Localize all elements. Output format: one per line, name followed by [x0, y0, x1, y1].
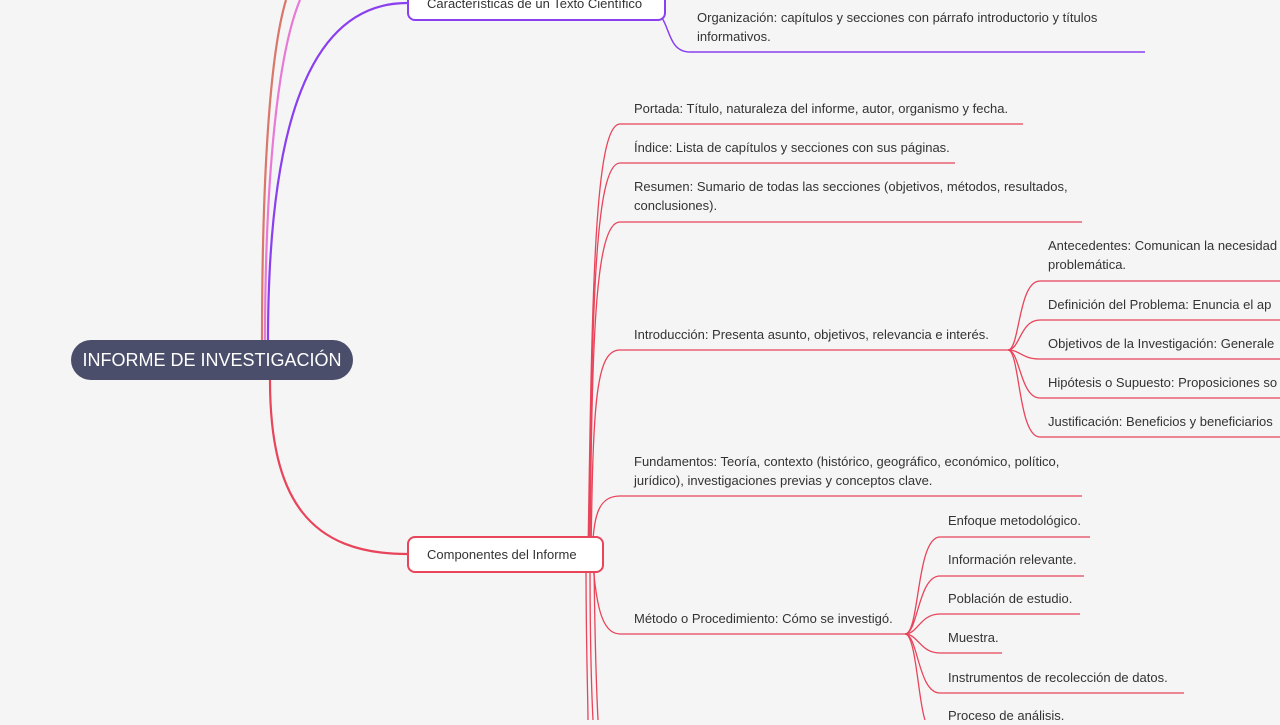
- node-fundamentos-line1[interactable]: Fundamentos: Teoría, contexto (histórico…: [634, 454, 1060, 469]
- node-objetivos[interactable]: Objetivos de la Investigación: Generale: [1048, 336, 1275, 351]
- node-metodo[interactable]: Método o Procedimiento: Cómo se investig…: [634, 611, 893, 626]
- node-justificacion[interactable]: Justificación: Beneficios y beneficiario…: [1048, 414, 1273, 429]
- node-organizacion-line2[interactable]: informativos.: [697, 29, 771, 44]
- branch-line-red: [268, 379, 408, 556]
- node-muestra[interactable]: Muestra.: [948, 630, 999, 645]
- node-label: Características de un Texto Científico: [427, 0, 643, 11]
- node-introduccion[interactable]: Introducción: Presenta asunto, objetivos…: [634, 327, 989, 342]
- branch-line-brown: [260, 0, 288, 343]
- node-componentes[interactable]: Componentes del Informe: [407, 536, 604, 573]
- node-proceso[interactable]: Proceso de análisis.: [948, 708, 1065, 723]
- branch-line-pink: [263, 0, 302, 343]
- node-hipotesis[interactable]: Hipótesis o Supuesto: Proposiciones so: [1048, 375, 1278, 390]
- node-caracteristicas[interactable]: Características de un Texto Científico: [407, 0, 666, 21]
- node-poblacion[interactable]: Población de estudio.: [948, 591, 1073, 606]
- node-informacion[interactable]: Información relevante.: [948, 552, 1077, 567]
- node-resumen-line2[interactable]: conclusiones).: [634, 198, 718, 213]
- node-instrumentos[interactable]: Instrumentos de recolección de datos.: [948, 670, 1168, 685]
- node-definicion[interactable]: Definición del Problema: Enuncia el ap: [1048, 297, 1272, 312]
- node-antecedentes-line2[interactable]: problemática.: [1048, 257, 1127, 272]
- node-enfoque[interactable]: Enfoque metodológico.: [948, 513, 1081, 528]
- node-resumen-line1[interactable]: Resumen: Sumario de todas las secciones …: [634, 179, 1068, 194]
- node-antecedentes-line1[interactable]: Antecedentes: Comunican la necesidad: [1048, 238, 1278, 253]
- node-portada[interactable]: Portada: Título, naturaleza del informe,…: [634, 101, 1009, 116]
- branch-line-purple: [266, 1, 408, 343]
- node-organizacion-line1[interactable]: Organización: capítulos y secciones con …: [697, 10, 1098, 25]
- root-node[interactable]: INFORME DE INVESTIGACIÓN: [71, 340, 353, 380]
- node-label: Componentes del Informe: [427, 547, 577, 562]
- node-indice[interactable]: Índice: Lista de capítulos y secciones c…: [634, 140, 950, 155]
- node-fundamentos-line2[interactable]: jurídico), investigaciones previas y con…: [634, 473, 933, 488]
